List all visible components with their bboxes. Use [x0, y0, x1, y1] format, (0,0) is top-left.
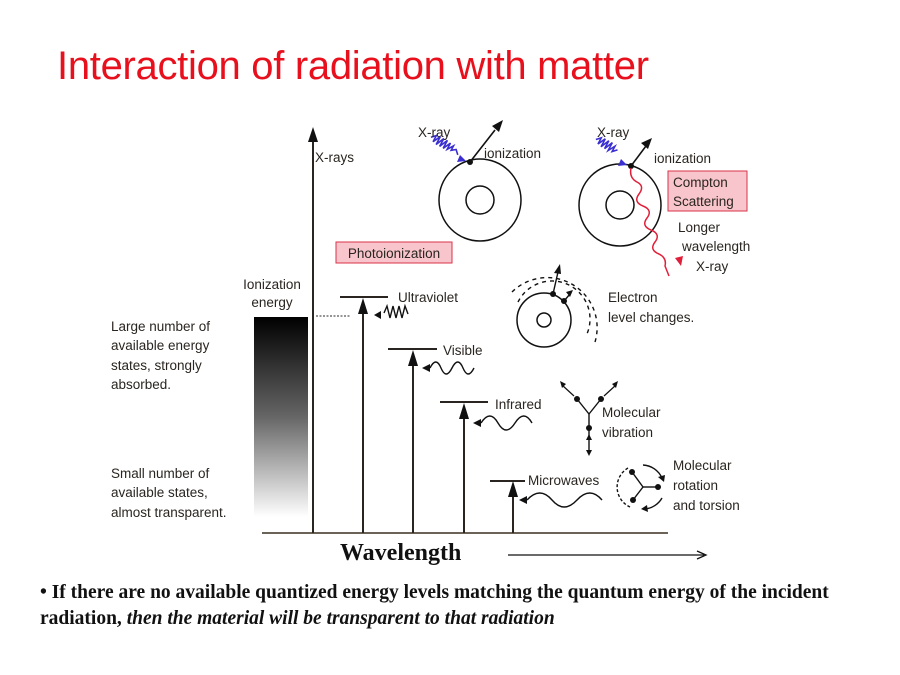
xray-wave-icon: [595, 136, 618, 153]
longer-wavelength-text: Longer wavelength X-ray: [678, 220, 750, 274]
level-infrared: Infrared: [440, 397, 542, 533]
scattered-xray-wave-icon: [629, 167, 670, 277]
vibration-label-1: Molecular: [602, 405, 661, 420]
bullet: •: [40, 582, 47, 603]
compton-ionization-label: ionization: [654, 151, 711, 166]
absorption-gradient-bar: [254, 317, 308, 517]
svg-text:wavelength: wavelength: [681, 239, 750, 254]
svg-text:Small number of: Small number of: [111, 466, 210, 481]
level-microwaves: Microwaves: [490, 473, 603, 533]
rotation-label-1: Molecular: [673, 458, 732, 473]
svg-text:states, strongly: states, strongly: [111, 358, 202, 373]
svg-text:Photoionization: Photoionization: [348, 246, 440, 261]
x-axis-label: Wavelength: [340, 540, 462, 566]
y-axis-label: X-rays: [315, 150, 354, 165]
ionization-energy-label-1: Ionization: [243, 277, 301, 292]
rotation-label-2: rotation: [673, 478, 718, 493]
svg-text:Large number of: Large number of: [111, 319, 210, 334]
wavelength-arrow-icon: [508, 550, 708, 560]
svg-text:X-ray: X-ray: [696, 259, 729, 274]
visible-label: Visible: [443, 343, 483, 358]
compton-atom: [578, 136, 683, 277]
ionization-energy-label-2: energy: [251, 295, 293, 310]
compton-xray-label: X-ray: [597, 125, 630, 140]
photo-xray-label: X-ray: [418, 125, 451, 140]
molecular-rotation-icon: [616, 464, 665, 512]
y-axis: [308, 127, 318, 533]
electron-label-1: Electron: [608, 290, 658, 305]
electron-label-2: level changes.: [608, 310, 694, 325]
electron-level-atom: [511, 264, 598, 348]
svg-text:Scattering: Scattering: [673, 194, 734, 209]
strongly-absorbed-text: Large number of available energy states,…: [111, 319, 210, 392]
svg-text:absorbed.: absorbed.: [111, 377, 171, 392]
vibration-label-2: vibration: [602, 425, 653, 440]
almost-transparent-text: Small number of available states, almost…: [111, 466, 227, 520]
xray-wave-icon: [430, 134, 459, 156]
level-visible: Visible: [388, 343, 483, 533]
photoionization-box: Photoionization: [335, 241, 453, 264]
compton-scattering-box: Compton Scattering: [667, 170, 748, 212]
molecular-vibration-icon: [560, 381, 618, 456]
note-italic-text: then the material will be transparent to…: [126, 608, 555, 629]
svg-text:Longer: Longer: [678, 220, 721, 235]
rotation-label-3: and torsion: [673, 498, 740, 513]
photoionization-atom: [430, 120, 522, 242]
photo-ionization-label: ionization: [484, 146, 541, 161]
note-paragraph: • If there are no available quantized en…: [40, 580, 860, 632]
svg-text:available energy: available energy: [111, 338, 210, 353]
level-ultraviolet: Ultraviolet: [340, 290, 458, 533]
svg-text:available states,: available states,: [111, 485, 208, 500]
infrared-label: Infrared: [495, 397, 542, 412]
microwaves-label: Microwaves: [528, 473, 600, 488]
svg-text:Compton: Compton: [673, 175, 728, 190]
ultraviolet-label: Ultraviolet: [398, 290, 458, 305]
slide-title: Interaction of radiation with matter: [57, 44, 649, 88]
svg-text:almost transparent.: almost transparent.: [111, 505, 227, 520]
note-normal-text: If there are no available quantized ener…: [40, 582, 829, 629]
